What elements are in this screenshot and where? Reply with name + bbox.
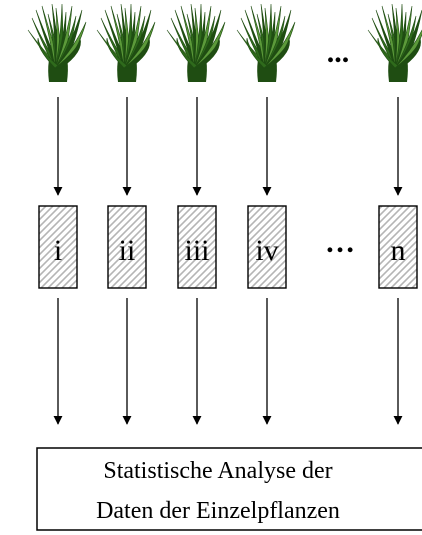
- plant-icon: [96, 3, 156, 82]
- sample-box-plant-3: iii: [177, 205, 217, 289]
- sample-label: n: [391, 234, 406, 267]
- plant-icon: [367, 3, 422, 82]
- sample-label: i: [54, 234, 62, 267]
- analysis-line-2: Daten der Einzelpflanzen: [96, 498, 340, 524]
- sample-box-plant-n: n: [378, 205, 418, 289]
- analysis-line-1: Statistische Analyse der: [103, 458, 332, 484]
- arrows-samples-to-analysis: [53, 298, 403, 425]
- plant-icon: [236, 3, 296, 82]
- sample-label: iii: [184, 234, 209, 267]
- sample-box-plant-1: i: [38, 205, 78, 289]
- analysis-box: Statistische Analyse der Daten der Einze…: [36, 447, 422, 531]
- plant-icons-row: [27, 3, 422, 82]
- arrows-plants-to-samples: [53, 97, 403, 196]
- sample-box-plant-4: iv: [247, 205, 287, 289]
- plant-icon: [27, 3, 87, 82]
- plants-ellipsis: ...: [327, 36, 350, 69]
- samples-ellipsis: …: [325, 226, 355, 259]
- sample-box-plant-2: ii: [107, 205, 147, 289]
- plant-icon: [166, 3, 226, 82]
- sample-label: ii: [119, 234, 136, 267]
- sample-label: iv: [255, 234, 278, 267]
